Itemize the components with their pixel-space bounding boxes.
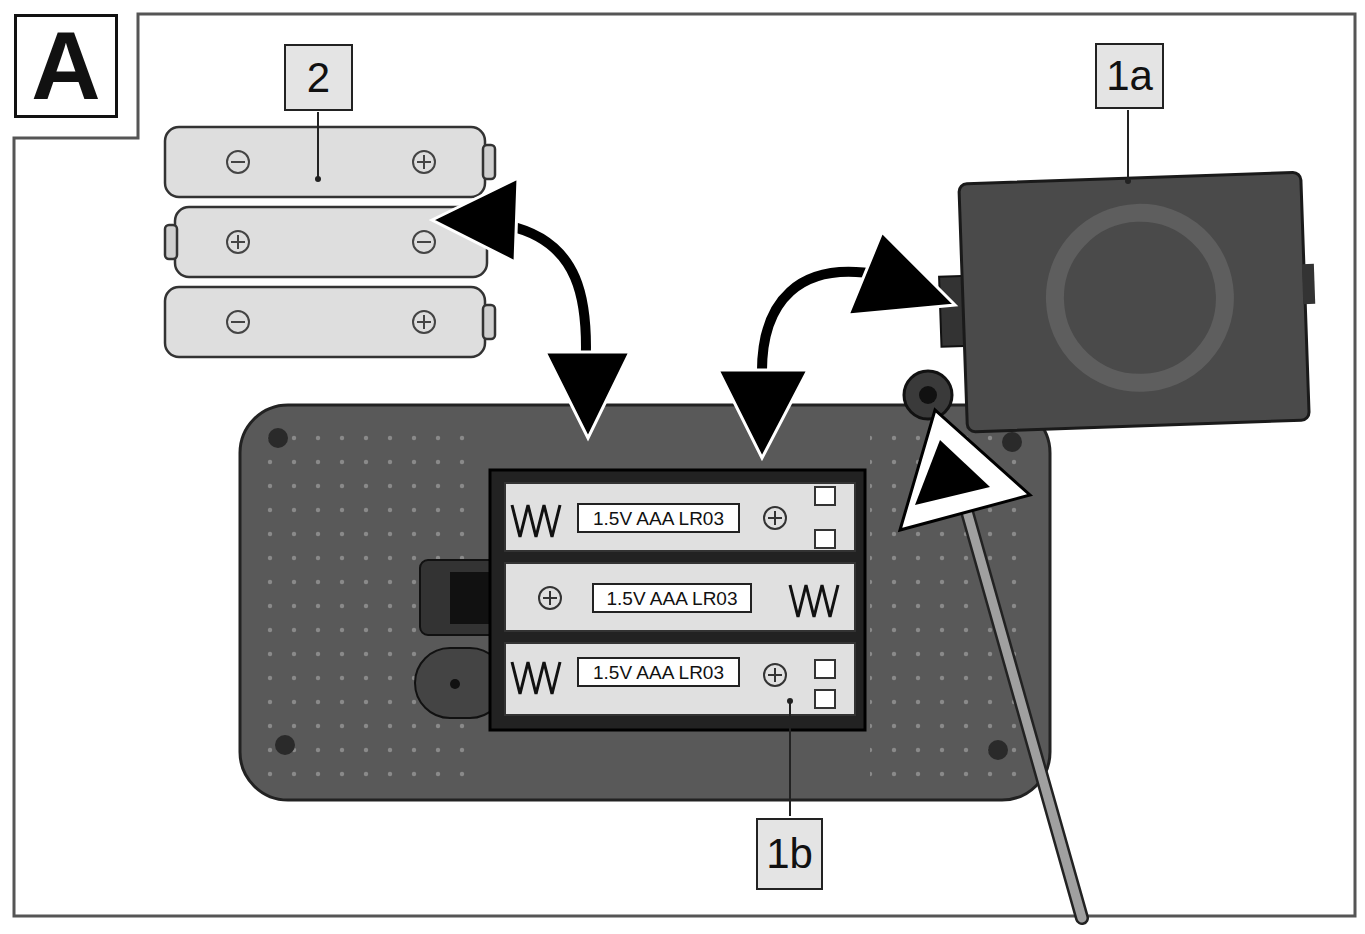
callout-number: 1b xyxy=(756,818,823,890)
screw-tab xyxy=(904,371,952,419)
frame xyxy=(14,14,1355,916)
callout-number: 2 xyxy=(284,44,353,111)
battery-cover xyxy=(936,172,1319,433)
battery-label: 1.5V AAA LR03 xyxy=(592,583,752,613)
battery-compartment xyxy=(490,470,865,730)
callout-number: 1a xyxy=(1095,43,1164,109)
battery-label-text: 1.5V AAA LR03 xyxy=(607,589,738,608)
figure-label: A xyxy=(14,14,118,118)
screwdriver-shaft xyxy=(966,508,1082,918)
device-body xyxy=(240,405,1050,800)
screw xyxy=(919,386,937,404)
callout-number-text: 2 xyxy=(307,57,330,99)
leader-dots xyxy=(315,176,1131,704)
battery-label-text: 1.5V AAA LR03 xyxy=(593,663,724,682)
battery-label-text: 1.5V AAA LR03 xyxy=(593,509,724,528)
leader-lines xyxy=(318,110,1128,816)
motion-arrows xyxy=(432,178,1030,530)
battery-label: 1.5V AAA LR03 xyxy=(577,657,740,687)
figure-label-text: A xyxy=(31,18,100,114)
screwdriver xyxy=(966,508,1082,918)
polarity-symbols xyxy=(227,151,435,333)
loose-batteries xyxy=(165,127,495,357)
battery-label: 1.5V AAA LR03 xyxy=(577,503,740,533)
callout-number-text: 1b xyxy=(766,833,813,875)
callout-number-text: 1a xyxy=(1106,55,1153,97)
